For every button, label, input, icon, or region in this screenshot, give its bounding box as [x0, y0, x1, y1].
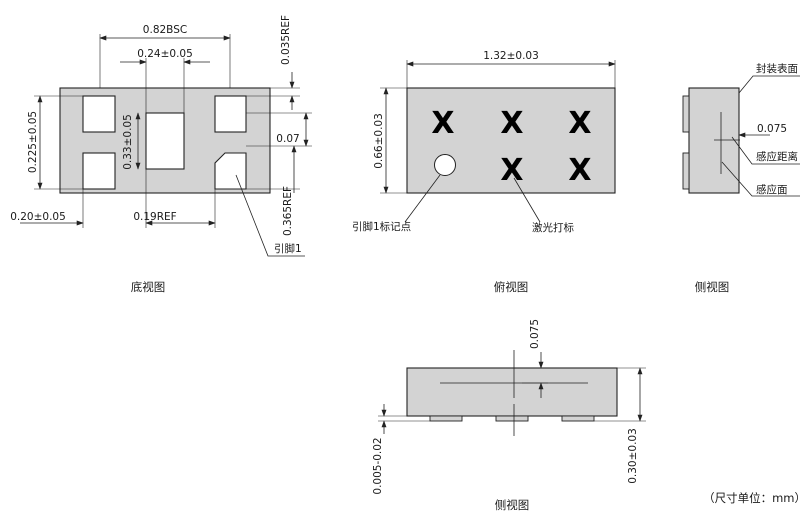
laser-mark-3: X [568, 106, 591, 141]
side-right-pad-top [682, 95, 690, 133]
dim-top-width: 1.32±0.03 [483, 50, 539, 62]
top-view-body [406, 87, 616, 194]
dim-side-sensing: 0.075 [529, 319, 541, 349]
package-surface-label: 封装表面 [756, 62, 798, 75]
pin1-label: 引脚1 [274, 242, 302, 255]
units-note: （尺寸单位：mm） [703, 491, 806, 505]
laser-mark-label: 激光打标 [532, 221, 574, 234]
top-view-caption: 俯视图 [494, 280, 529, 294]
pad-center [145, 112, 185, 170]
dim-pitch-ref: 0.19REF [133, 211, 176, 223]
side-view-right-caption: 侧视图 [695, 280, 730, 294]
pin1-mark-label: 引脚1标记点 [352, 220, 411, 233]
sensing-distance-label: 感应距离 [756, 150, 798, 163]
dim-bottom-width: 0.82BSC [143, 24, 187, 36]
side-bottom-pad-right [561, 415, 595, 422]
bottom-view-caption: 底视图 [131, 280, 166, 294]
pin1-dot [434, 154, 456, 176]
side-bottom-pad-center [495, 415, 529, 422]
side-view-right: 0.075 封装表面 感应距离 感应面 侧视图 [682, 62, 800, 294]
dim-top-height: 0.66±0.03 [373, 113, 385, 169]
side-bottom-body [406, 367, 618, 417]
dim-right-ref: 0.365REF [282, 186, 294, 236]
dim-side-height: 0.30±0.03 [627, 428, 639, 484]
side-right-body [688, 87, 740, 194]
dim-left-pad-offset: 0.20±0.05 [10, 211, 66, 223]
top-view: X X X X X 1.32±0.03 0.66±0.03 引脚1标记点 激光打… [352, 50, 616, 294]
laser-mark-2: X [500, 106, 523, 141]
pad-top-right [214, 95, 247, 133]
dim-top-ref: 0.035REF [280, 15, 292, 65]
side-right-pad-bottom [682, 152, 690, 190]
side-view-bottom-caption: 侧视图 [495, 498, 530, 512]
dim-standoff: 0.005-0.02 [372, 437, 384, 494]
dim-center-pad-width: 0.24±0.05 [137, 48, 193, 60]
laser-mark-1: X [431, 106, 454, 141]
dim-center-pad-height: 0.33±0.05 [122, 114, 134, 170]
pad-pin1 [214, 152, 247, 190]
dim-pad-height: 0.225±0.05 [27, 111, 39, 173]
pad-top-left [82, 95, 116, 133]
laser-mark-5: X [568, 153, 591, 188]
pad-bottom-left [82, 152, 116, 190]
sensing-surface-label: 感应面 [756, 183, 788, 196]
side-bottom-pad-left [429, 415, 463, 422]
side-view-bottom: 0.075 0.005-0.02 0.30±0.03 侧视图 [372, 319, 646, 512]
dim-side-depth: 0.075 [757, 123, 787, 135]
bottom-view: 0.82BSC 0.24±0.05 0.225±0.05 0.33±0.05 0… [10, 15, 312, 294]
laser-mark-4: X [500, 153, 523, 188]
dim-gap: 0.07 [276, 133, 299, 145]
